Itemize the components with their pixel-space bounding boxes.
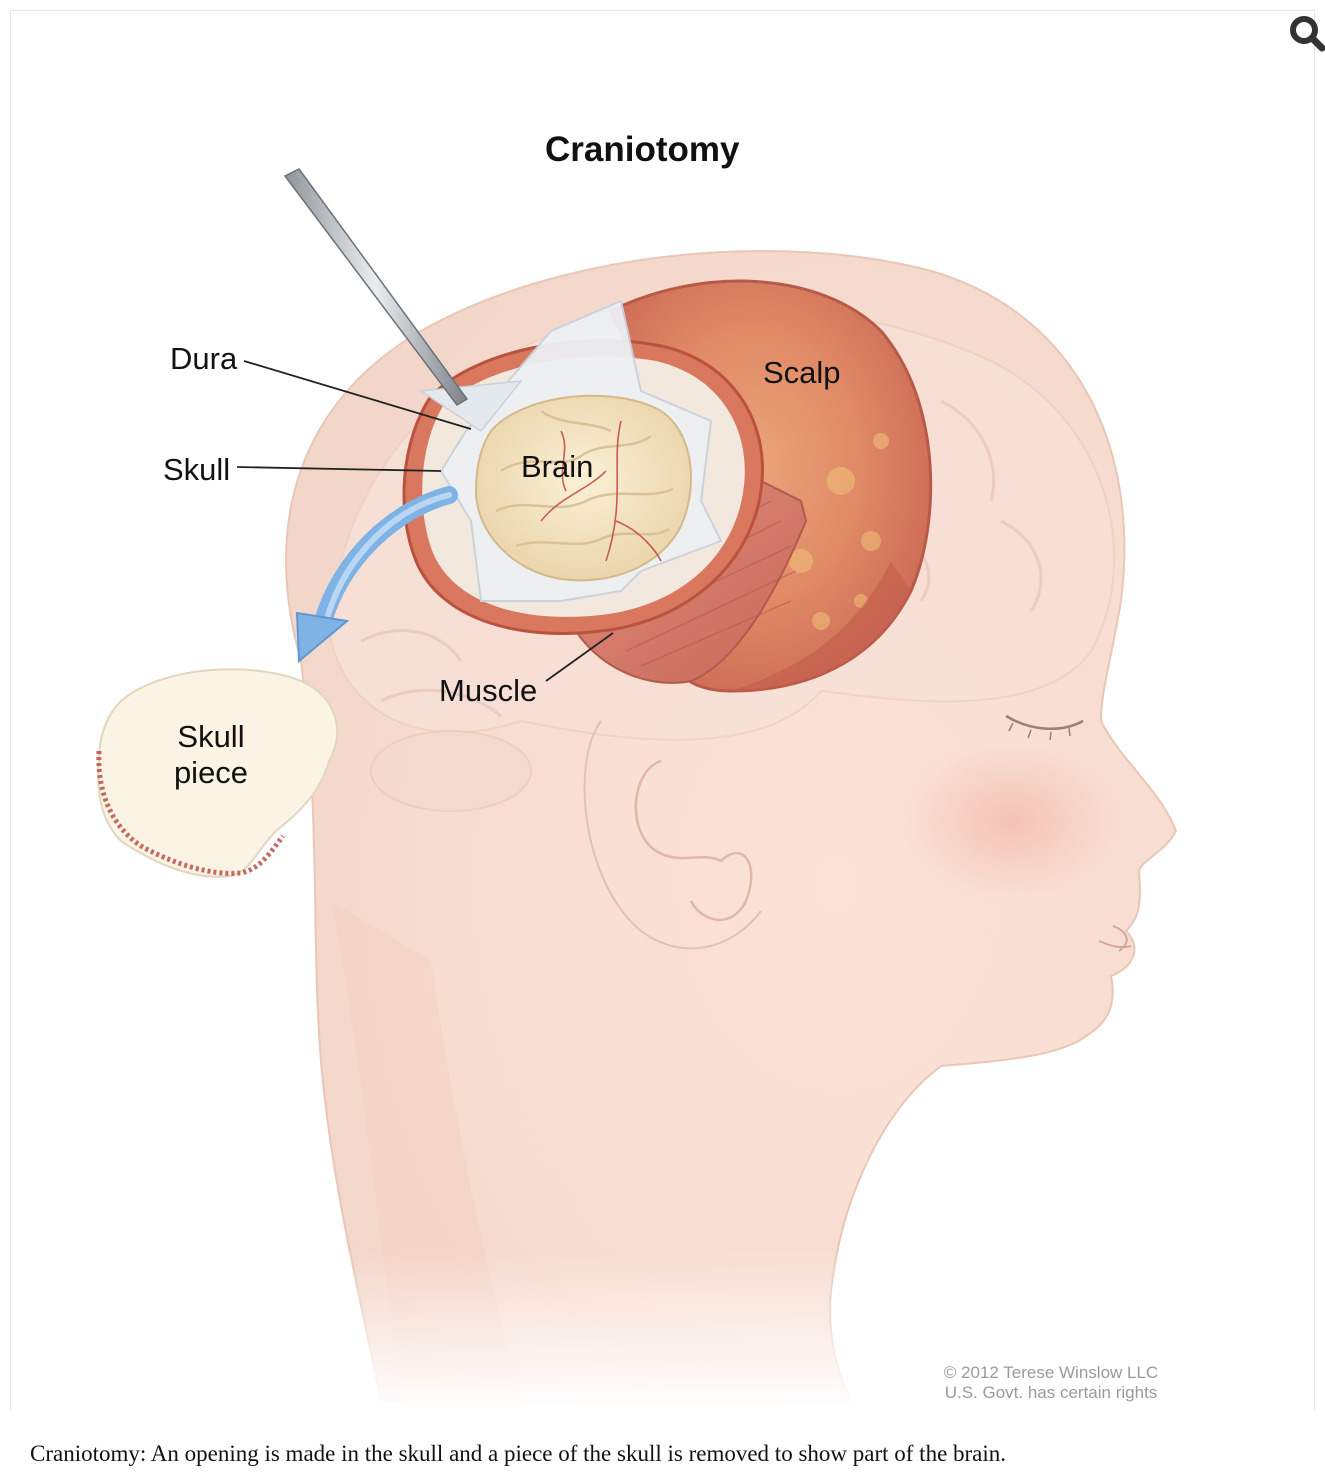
figure-title: Craniotomy — [545, 132, 739, 167]
copyright-line-2: U.S. Govt. has certain rights — [906, 1383, 1196, 1403]
figure-caption: Craniotomy: An opening is made in the sk… — [30, 1441, 1310, 1467]
label-skull: Skull — [163, 454, 230, 485]
label-skull-piece: Skull piece — [161, 719, 261, 790]
label-skull-piece-line1: Skull — [161, 719, 261, 755]
label-scalp: Scalp — [763, 357, 841, 388]
label-brain: Brain — [521, 451, 593, 482]
craniotomy-illustration — [11, 11, 1315, 1410]
zoom-button[interactable] — [1288, 14, 1325, 54]
label-muscle: Muscle — [439, 675, 537, 706]
magnifier-icon — [1288, 14, 1325, 54]
figure-frame: Craniotomy Dura Skull Brain Scalp Muscle… — [10, 10, 1315, 1410]
label-skull-piece-line2: piece — [161, 755, 261, 791]
copyright-notice: © 2012 Terese Winslow LLC U.S. Govt. has… — [906, 1363, 1196, 1404]
copyright-line-1: © 2012 Terese Winslow LLC — [906, 1363, 1196, 1383]
label-dura: Dura — [170, 343, 237, 374]
